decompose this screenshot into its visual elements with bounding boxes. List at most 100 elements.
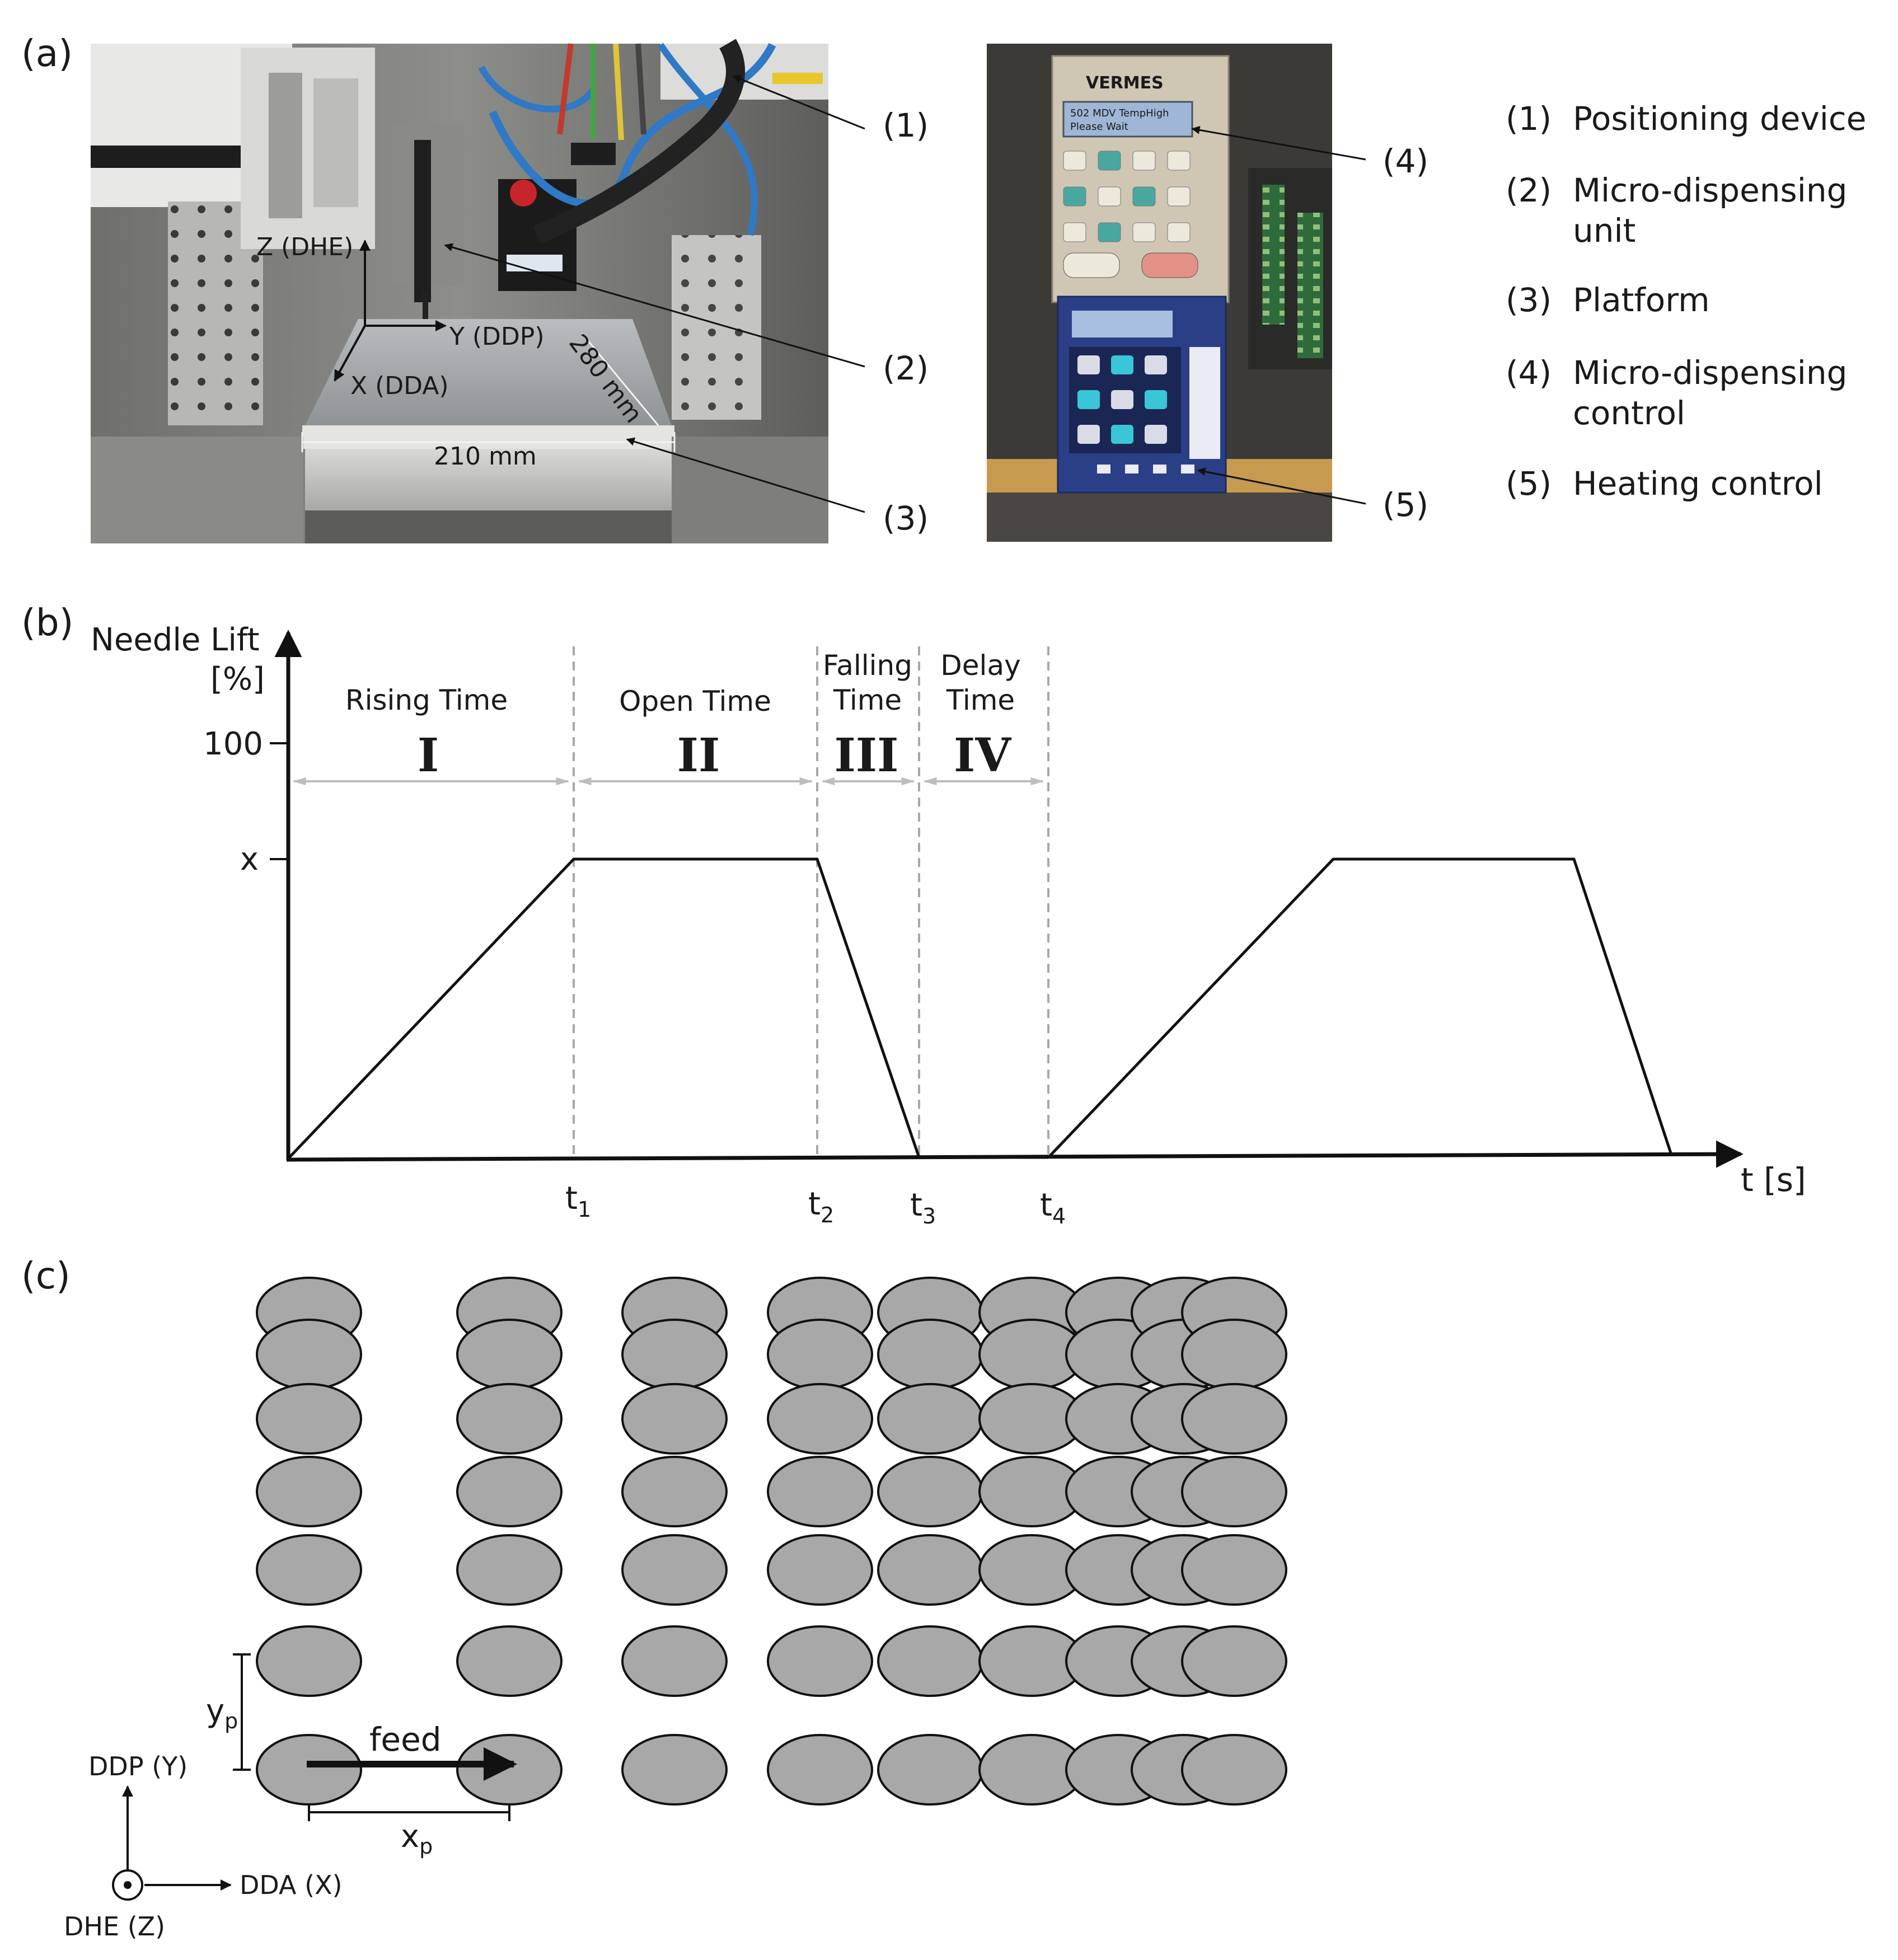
droplet [456,1319,563,1390]
phase-2-roman: II [677,729,720,782]
droplet [1181,1734,1287,1806]
callout-line-5 [1197,467,1366,505]
droplet [1181,1625,1287,1697]
right-perforated-column [672,235,761,420]
x-axis-title: t [s] [1741,1161,1806,1199]
droplet [456,1456,563,1527]
t2-label: t2 [808,1186,834,1227]
droplet [456,1734,563,1806]
circuit-board [1262,185,1285,325]
phase-2-label: Open Time [619,685,771,718]
xp-label: xp [401,1818,433,1859]
brand-label: VERMES [1086,73,1164,93]
width-dimension-label: 210 mm [434,442,537,471]
legend-text-1: Positioning device [1573,100,1866,138]
controller-photo: VERMES 502 MDV TempHigh Please Wait [987,44,1332,542]
droplet [256,1534,362,1606]
callout-4: (4) [1383,142,1428,180]
y-axis-title: Needle Lift [91,622,260,658]
droplet [877,1456,983,1527]
legend-num-2: (2) [1506,171,1552,209]
panel-c: (c) feed yp xp DDP (Y) DDA (X) DHE (Z) [21,1254,1287,1942]
droplet [621,1734,728,1806]
phase-1-roman: I [418,729,439,782]
warning-label [772,73,823,84]
callouts: (1) (2) (3) (4) (5) [444,75,1428,537]
phase-3-label-a: Falling [823,649,912,682]
droplet [456,1534,563,1606]
phase-4-label-b: Time [946,684,1015,716]
lcd-display [1062,101,1193,138]
callout-3: (3) [883,499,929,537]
setup-photo: Z (DHE) Y (DDP) X (DDA) 280 mm 210 mm [91,39,828,543]
y-axis-unit: [%] [210,661,265,697]
heating-display [1072,311,1173,337]
dda-axis-label: DDA (X) [240,1870,343,1900]
droplet-grid [256,1277,1287,1806]
red-cap [510,180,537,207]
legend-num-1: (1) [1506,100,1552,138]
y-tick-x-label: x [240,841,259,878]
callout-1: (1) [883,106,929,144]
panel-b-letter: (b) [21,601,73,644]
controller-keypad [1063,151,1198,278]
z-axis-label: Z (DHE) [256,233,353,261]
droplet [767,1383,873,1455]
legend-text-2b: unit [1573,212,1635,250]
droplet [877,1383,983,1455]
dhe-axis-label: DHE (Z) [64,1911,165,1942]
phase-3-roman: III [834,729,898,782]
t1-label: t1 [565,1180,591,1222]
callout-line-1 [732,75,865,130]
component-legend: (1) Positioning device (2) Micro-dispens… [1506,100,1866,503]
platform-base [305,449,672,510]
callout-line-3 [626,437,865,513]
droplet [767,1625,873,1697]
legend-num-3: (3) [1506,281,1552,319]
legend-text-3: Platform [1573,281,1710,319]
lcd-line-1: 502 MDV TempHigh [1070,107,1169,119]
lift-profile-cycle-1 [287,857,1048,1160]
legend-num-5: (5) [1506,465,1552,503]
yp-label: yp [206,1693,238,1733]
legend-text-4a: Micro-dispensing [1573,354,1847,392]
legend-num-4: (4) [1506,354,1552,392]
droplet [1181,1383,1287,1455]
feed-label: feed [369,1720,442,1759]
droplet [256,1383,362,1455]
phase-4-label-a: Delay [940,649,1020,682]
lcd-line-2: Please Wait [1070,121,1128,133]
droplet [767,1734,873,1806]
phase-4-roman: IV [954,729,1011,782]
droplet [621,1383,728,1455]
legend-text-2a: Micro-dispensing [1573,171,1847,209]
droplet [256,1319,362,1390]
t3-label: t3 [910,1187,936,1228]
droplet [877,1625,983,1697]
y-tick-100-label: 100 [203,726,263,762]
droplet [767,1456,873,1527]
callout-line-4 [1191,125,1366,161]
droplet [877,1734,983,1806]
droplet [621,1534,728,1606]
droplet [256,1625,362,1697]
legend-text-4b: control [1573,394,1685,432]
callout-2: (2) [883,349,929,387]
droplet [456,1383,563,1455]
t4-label: t4 [1040,1187,1066,1228]
droplet [256,1456,362,1527]
callout-line-2 [444,243,865,368]
droplet [767,1319,873,1390]
ddp-axis-label: DDP (Y) [88,1751,188,1781]
panel-a: (a) [21,32,1866,543]
legend-text-5: Heating control [1573,465,1823,503]
x-axis-arrow [334,325,366,382]
droplet [767,1534,873,1606]
droplet [877,1534,983,1606]
droplet [256,1734,362,1806]
nozzle [423,291,428,330]
platform-plate [305,319,672,425]
droplet [877,1319,983,1390]
droplet [621,1456,728,1527]
